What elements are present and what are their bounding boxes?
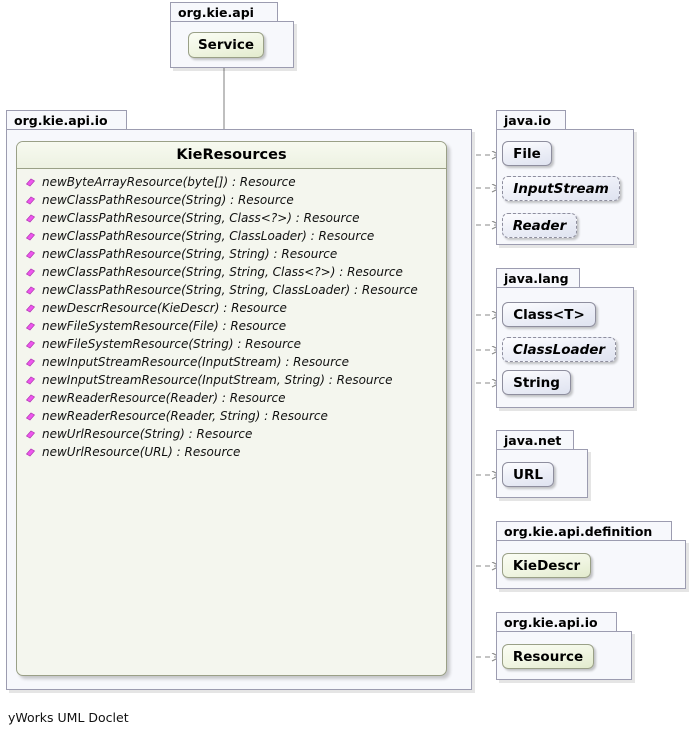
class-member-signature: newClassPathResource(String, String) : R…	[42, 247, 338, 261]
public-method-icon	[25, 285, 36, 296]
class-member-signature: newUrlResource(URL) : Resource	[42, 445, 241, 459]
class-member-row[interactable]: newClassPathResource(String, Class<?>) :…	[17, 209, 446, 227]
class-member-row[interactable]: newByteArrayResource(byte[]) : Resource	[17, 173, 446, 191]
public-method-icon	[25, 393, 36, 404]
class-member-row[interactable]: newFileSystemResource(String) : Resource	[17, 335, 446, 353]
package-org-kie-api-io-main: org.kie.api.io KieResources newByteArray…	[6, 110, 472, 690]
class-node-class[interactable]: Class<T>	[502, 302, 596, 327]
class-node-string[interactable]: String	[502, 370, 571, 395]
public-method-icon	[25, 213, 36, 224]
public-method-icon	[25, 267, 36, 278]
package-label-org-kie-api-io-ref: org.kie.api.io	[496, 612, 617, 632]
package-label-java-lang: java.lang	[496, 268, 580, 288]
public-method-icon	[25, 339, 36, 350]
class-node-kiedescr[interactable]: KieDescr	[502, 553, 591, 578]
package-label-java-io: java.io	[496, 110, 566, 130]
class-member-signature: newReaderResource(Reader, String) : Reso…	[42, 409, 328, 423]
class-member-signature: newUrlResource(String) : Resource	[42, 427, 253, 441]
package-org-kie-api-io-ref: org.kie.api.io Resource	[496, 612, 632, 680]
class-member-signature: newClassPathResource(String, Class<?>) :…	[42, 211, 360, 225]
public-method-icon	[25, 411, 36, 422]
class-members-kieresources: newByteArrayResource(byte[]) : Resource n…	[17, 169, 446, 461]
class-node-inputstream[interactable]: InputStream	[502, 176, 620, 201]
class-member-row[interactable]: newInputStreamResource(InputStream, Stri…	[17, 371, 446, 389]
public-method-icon	[25, 447, 36, 458]
class-member-signature: newInputStreamResource(InputStream) : Re…	[42, 355, 350, 369]
class-member-signature: newReaderResource(Reader) : Resource	[42, 391, 286, 405]
class-member-row[interactable]: newClassPathResource(String, ClassLoader…	[17, 227, 446, 245]
class-member-signature: newInputStreamResource(InputStream, Stri…	[42, 373, 393, 387]
class-box-kieresources[interactable]: KieResources newByteArrayResource(byte[]…	[16, 141, 447, 676]
class-member-signature: newClassPathResource(String) : Resource	[42, 193, 294, 207]
package-label-org-kie-api-definition: org.kie.api.definition	[496, 521, 672, 541]
public-method-icon	[25, 375, 36, 386]
class-node-service[interactable]: Service	[188, 32, 264, 58]
public-method-icon	[25, 429, 36, 440]
class-member-signature: newClassPathResource(String, String, Cla…	[42, 283, 418, 297]
class-member-signature: newFileSystemResource(File) : Resource	[42, 319, 287, 333]
class-node-reader[interactable]: Reader	[502, 213, 577, 238]
public-method-icon	[25, 303, 36, 314]
class-member-signature: newByteArrayResource(byte[]) : Resource	[42, 175, 296, 189]
class-member-row[interactable]: newClassPathResource(String, String) : R…	[17, 245, 446, 263]
class-member-row[interactable]: newClassPathResource(String) : Resource	[17, 191, 446, 209]
class-member-row[interactable]: newFileSystemResource(File) : Resource	[17, 317, 446, 335]
public-method-icon	[25, 249, 36, 260]
footer-credit: yWorks UML Doclet	[8, 710, 129, 725]
package-org-kie-api-definition: org.kie.api.definition KieDescr	[496, 521, 686, 589]
public-method-icon	[25, 357, 36, 368]
class-member-row[interactable]: newUrlResource(URL) : Resource	[17, 443, 446, 461]
public-method-icon	[25, 195, 36, 206]
package-label-org-kie-api: org.kie.api	[170, 2, 278, 22]
class-member-row[interactable]: newDescrResource(KieDescr) : Resource	[17, 299, 446, 317]
package-java-net: java.net URL	[496, 430, 588, 498]
class-member-signature: newClassPathResource(String, String, Cla…	[42, 265, 403, 279]
class-node-classloader[interactable]: ClassLoader	[502, 337, 616, 362]
class-member-signature: newClassPathResource(String, ClassLoader…	[42, 229, 375, 243]
class-member-signature: newDescrResource(KieDescr) : Resource	[42, 301, 287, 315]
class-member-row[interactable]: newClassPathResource(String, String, Cla…	[17, 263, 446, 281]
public-method-icon	[25, 231, 36, 242]
package-java-lang: java.lang Class<T> ClassLoader String	[496, 268, 634, 408]
class-node-file[interactable]: File	[502, 141, 552, 166]
class-member-row[interactable]: newInputStreamResource(InputStream) : Re…	[17, 353, 446, 371]
class-member-row[interactable]: newReaderResource(Reader, String) : Reso…	[17, 407, 446, 425]
public-method-icon	[25, 321, 36, 332]
class-member-row[interactable]: newUrlResource(String) : Resource	[17, 425, 446, 443]
class-member-signature: newFileSystemResource(String) : Resource	[42, 337, 302, 351]
package-java-io: java.io File InputStream Reader	[496, 110, 634, 245]
class-member-row[interactable]: newReaderResource(Reader) : Resource	[17, 389, 446, 407]
package-label-java-net: java.net	[496, 430, 574, 450]
class-title-kieresources: KieResources	[17, 142, 446, 169]
package-label-org-kie-api-io-main: org.kie.api.io	[6, 110, 127, 130]
package-org-kie-api: org.kie.api Service	[170, 2, 294, 68]
class-node-url[interactable]: URL	[502, 462, 554, 487]
class-node-resource[interactable]: Resource	[502, 644, 594, 669]
public-method-icon	[25, 177, 36, 188]
class-member-row[interactable]: newClassPathResource(String, String, Cla…	[17, 281, 446, 299]
